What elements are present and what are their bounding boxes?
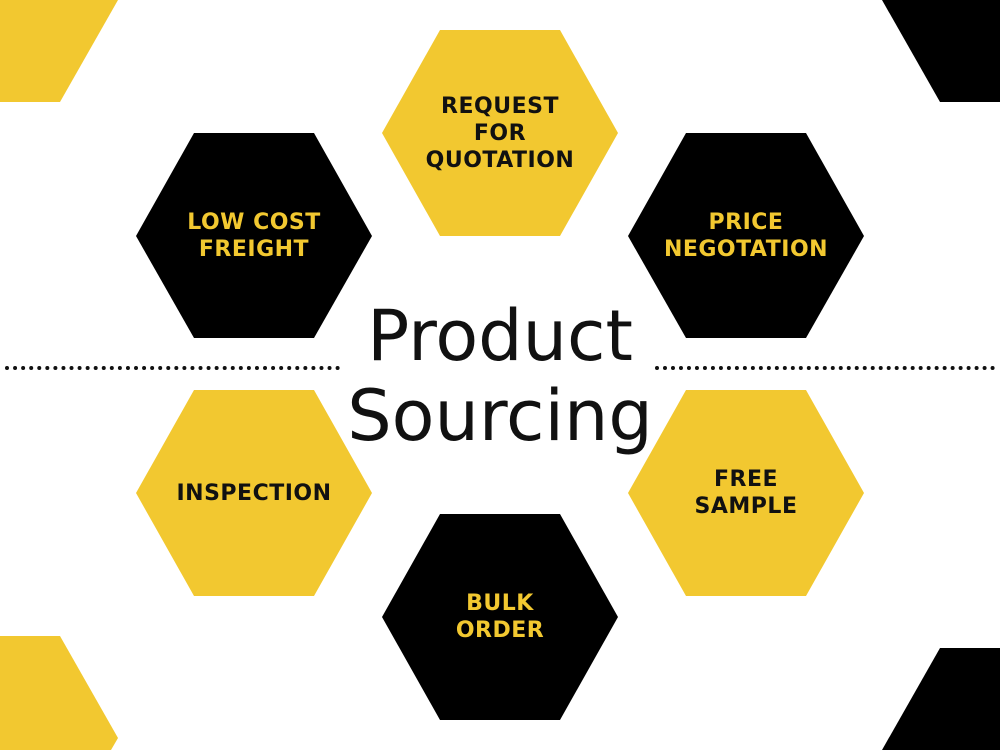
step-label: BULK	[466, 591, 534, 616]
step-label: FREE	[713, 467, 779, 492]
corner-hexagon-bottom-left	[0, 636, 118, 750]
dotted-divider-left	[5, 366, 340, 370]
corner-hexagon-top-left	[0, 0, 118, 102]
title-line-2: Sourcing	[347, 375, 653, 457]
hexagon-price-negotation	[628, 133, 864, 338]
hexagon-bulk-order	[382, 514, 618, 720]
step-label: FOR	[473, 120, 527, 146]
step-free-sample: FREE SAMPLE	[628, 390, 864, 596]
hexagon-low-cost-freight	[136, 133, 372, 338]
step-label: ORDER	[455, 618, 545, 643]
diagram-title: Product Sourcing	[330, 296, 670, 456]
hexagon-request-for-quotation	[382, 30, 618, 236]
step-label: QUOTATION	[425, 147, 575, 173]
corner-hexagon-bottom-right	[882, 648, 1000, 750]
step-label: PRICE	[708, 210, 784, 235]
corner-hexagon-top-right	[882, 0, 1000, 102]
step-low-cost-freight: LOW COST FREIGHT	[136, 133, 372, 339]
hexagon-inspection	[136, 390, 372, 596]
step-label: NEGOTATION	[663, 237, 829, 262]
hexagon-free-sample	[628, 390, 864, 596]
step-label: SAMPLE	[694, 494, 798, 519]
step-bulk-order: BULK ORDER	[382, 514, 618, 720]
step-request-for-quotation: REQUEST FOR QUOTATION	[382, 30, 618, 236]
step-label: LOW COST	[187, 210, 321, 235]
step-price-negotation: PRICE NEGOTATION	[628, 133, 864, 339]
title-line-1: Product	[367, 295, 633, 377]
step-label: INSPECTION	[176, 480, 332, 506]
step-label: FREIGHT	[198, 237, 310, 262]
step-inspection: INSPECTION	[136, 390, 372, 596]
dotted-divider-right	[655, 366, 995, 370]
step-label: REQUEST	[441, 93, 559, 119]
